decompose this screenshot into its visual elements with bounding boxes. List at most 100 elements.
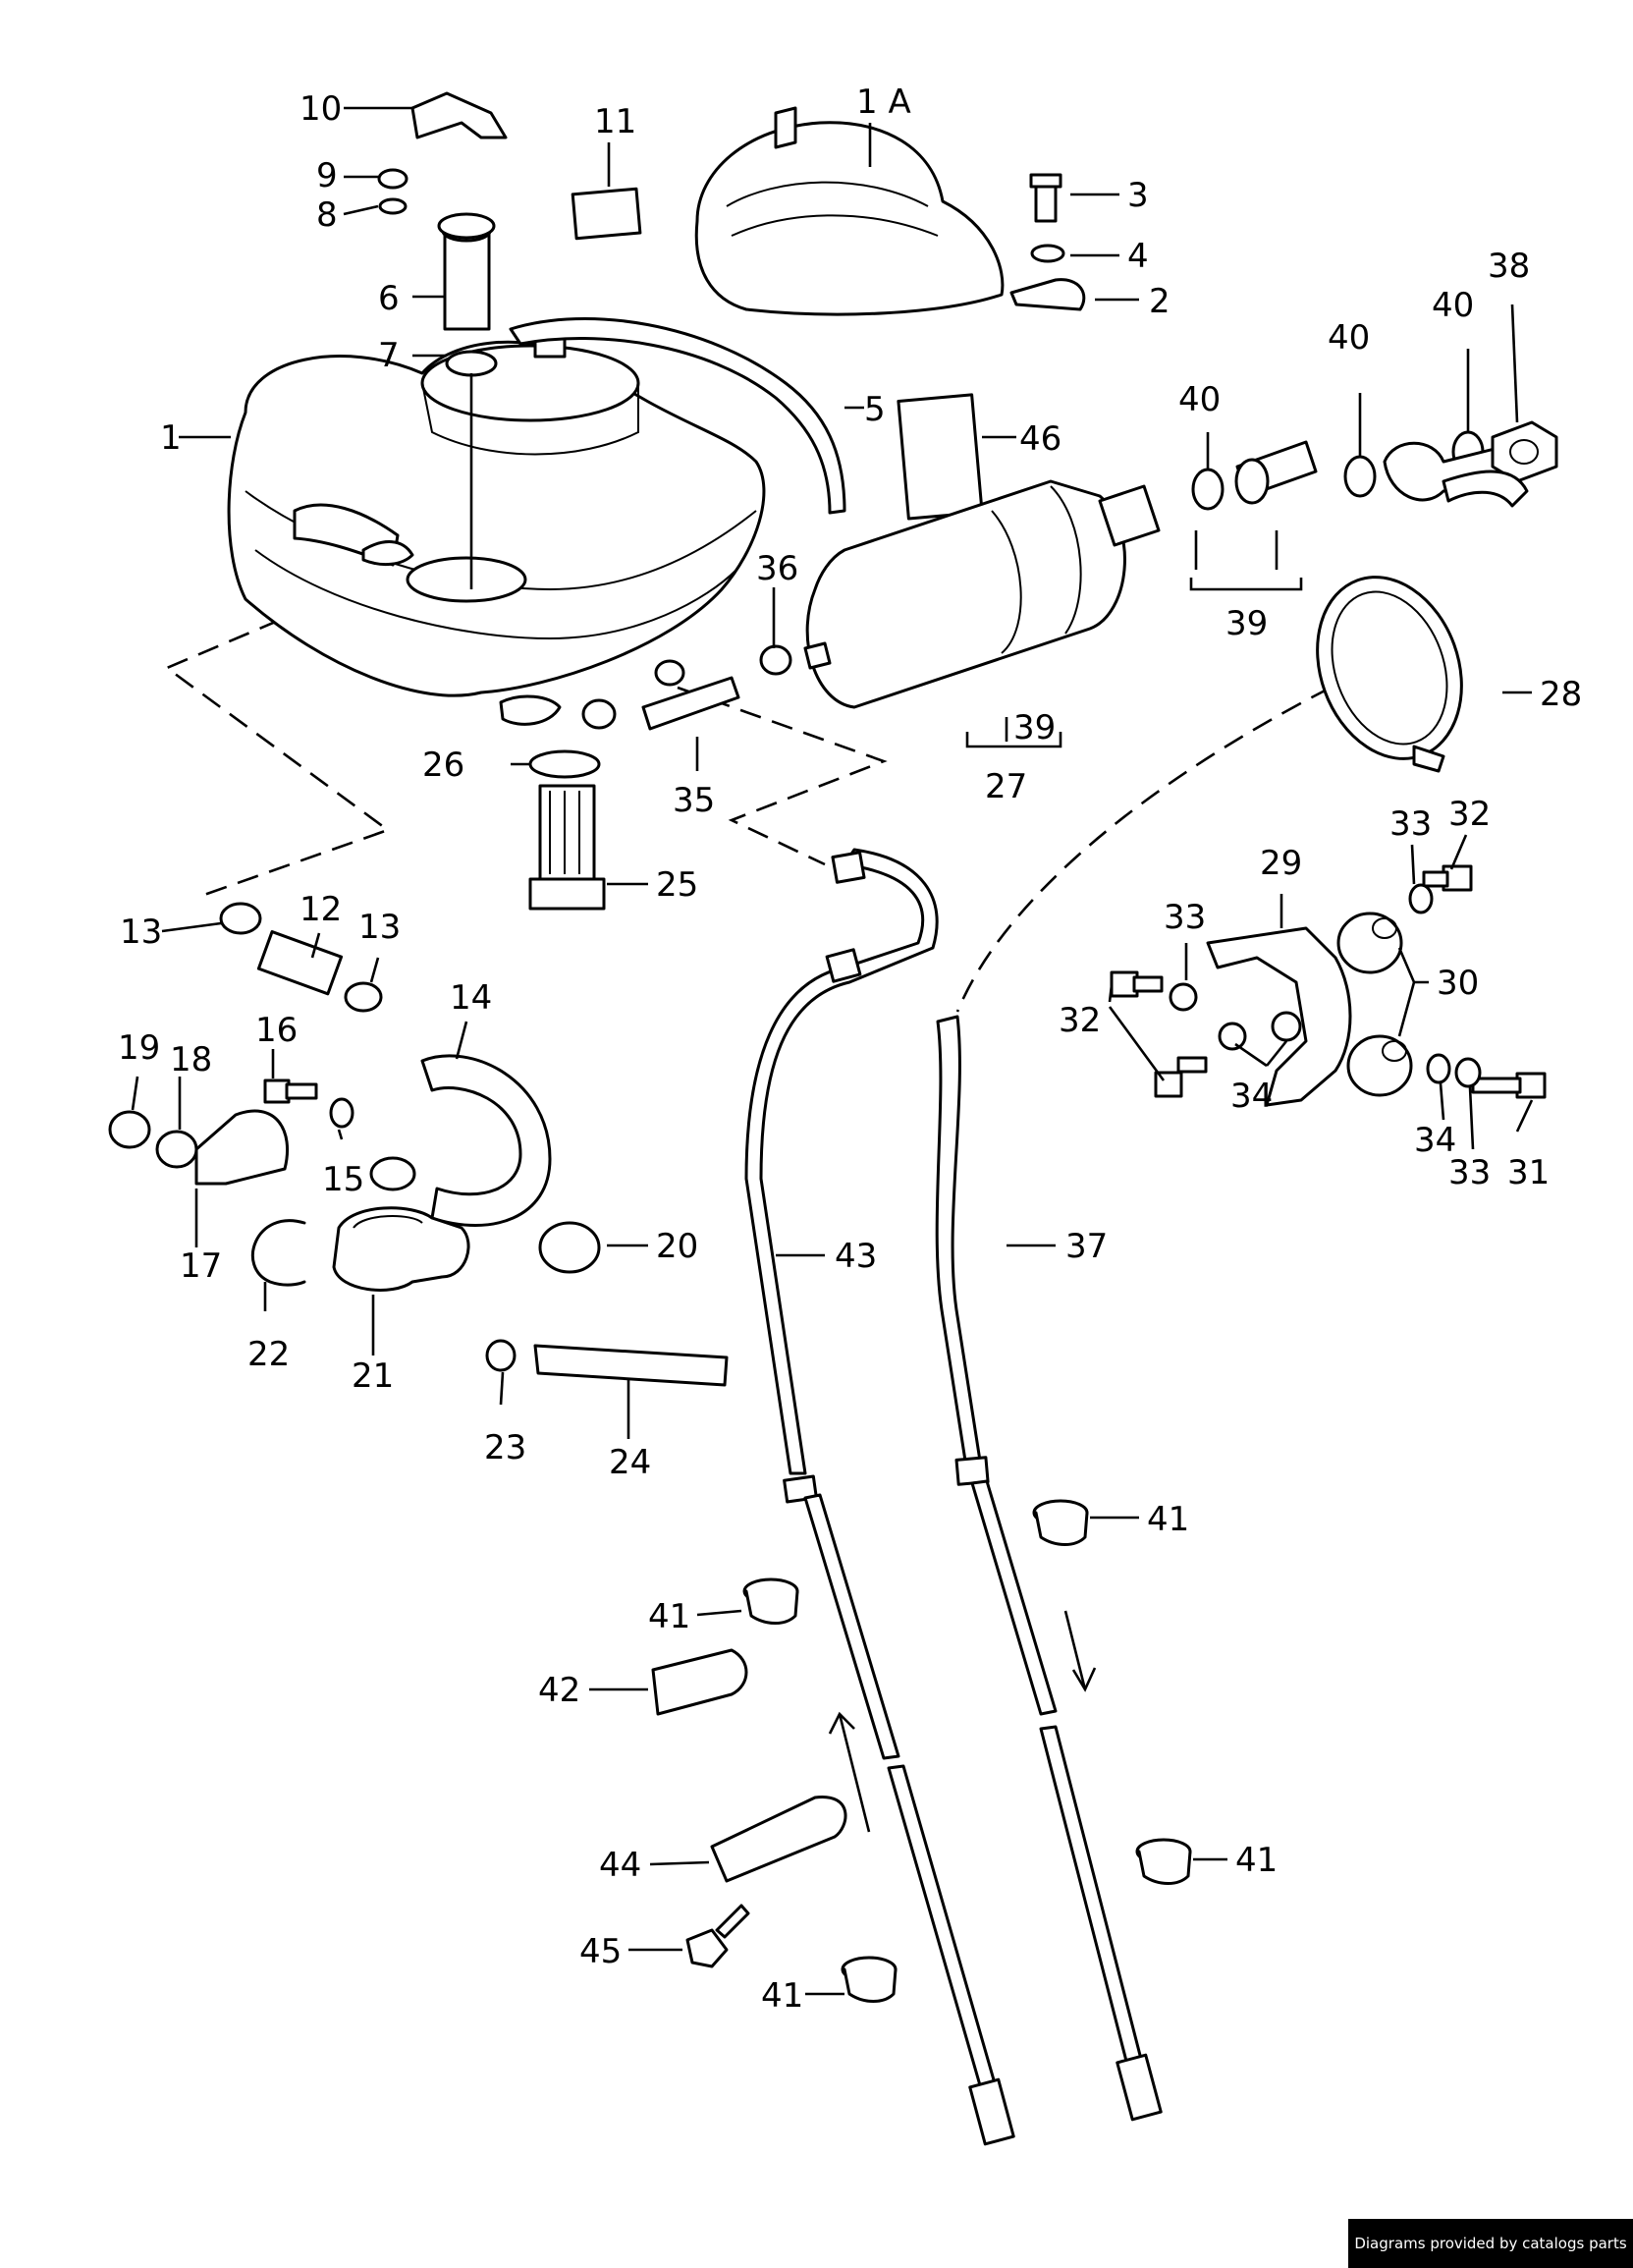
callout-36: 36 bbox=[756, 549, 798, 588]
bolt-32b bbox=[1110, 970, 1164, 998]
fuel-line-43 bbox=[744, 848, 1015, 2146]
pad-46 bbox=[897, 393, 984, 521]
callout-39b: 39 bbox=[1013, 708, 1056, 747]
bracket-10 bbox=[410, 91, 508, 139]
callout-33c: 33 bbox=[1448, 1153, 1491, 1192]
filler-seal bbox=[445, 350, 498, 377]
callout-41c: 41 bbox=[1235, 1841, 1278, 1880]
callout-8: 8 bbox=[316, 195, 338, 235]
washer-34a bbox=[1218, 1022, 1247, 1051]
callout-44: 44 bbox=[599, 1846, 641, 1885]
callout-43: 43 bbox=[835, 1237, 877, 1276]
callout-18: 18 bbox=[170, 1040, 212, 1079]
callout-17: 17 bbox=[180, 1246, 222, 1286]
hose-14 bbox=[420, 1054, 552, 1227]
sleeve-42 bbox=[651, 1648, 748, 1716]
diagram-credit-badge: Diagrams provided by catalogs parts bbox=[1348, 2219, 1633, 2268]
nut-18 bbox=[155, 1130, 198, 1169]
nozzle-21 bbox=[332, 1206, 470, 1292]
callout-1: 1 bbox=[160, 418, 182, 458]
flow-arrow-up bbox=[828, 1711, 871, 1833]
callout-27: 27 bbox=[985, 767, 1027, 806]
callout-42: 42 bbox=[538, 1671, 580, 1710]
grommet-20 bbox=[538, 1221, 601, 1274]
callout-11: 11 bbox=[594, 102, 636, 141]
phantom-lines bbox=[164, 566, 1332, 1013]
clamp-36a bbox=[759, 644, 792, 676]
pump-outlet-hose bbox=[1442, 470, 1529, 508]
seal-26 bbox=[528, 749, 601, 779]
mount-30b bbox=[1346, 1034, 1413, 1097]
strainer-25 bbox=[528, 784, 606, 911]
nut-9 bbox=[377, 168, 408, 190]
screw-3 bbox=[1029, 173, 1062, 223]
callout-15: 15 bbox=[322, 1160, 364, 1199]
strap-28 bbox=[1316, 576, 1463, 773]
callout-3: 3 bbox=[1127, 176, 1149, 215]
callout-21: 21 bbox=[352, 1356, 394, 1396]
grommet-41a bbox=[1032, 1499, 1089, 1546]
hose-12 bbox=[256, 930, 344, 996]
bracket-17 bbox=[194, 1109, 290, 1186]
clamp-15 bbox=[369, 1156, 416, 1191]
clamp-13b bbox=[344, 981, 383, 1013]
grommet-41c bbox=[1135, 1838, 1192, 1885]
callout-16: 16 bbox=[255, 1011, 298, 1050]
bracket-29 bbox=[1206, 926, 1352, 1107]
washer-34b bbox=[1426, 1053, 1451, 1084]
callout-39a: 39 bbox=[1225, 604, 1268, 643]
clamp-35a bbox=[581, 698, 617, 730]
callout-20: 20 bbox=[656, 1227, 698, 1266]
bracket-2 bbox=[1009, 278, 1086, 311]
callout-23: 23 bbox=[484, 1428, 526, 1467]
callout-34a: 34 bbox=[1230, 1077, 1273, 1116]
callout-32b: 32 bbox=[1059, 1001, 1101, 1040]
callout-5: 5 bbox=[864, 390, 886, 429]
bolt-31 bbox=[1471, 1072, 1547, 1099]
callout-41a: 41 bbox=[1147, 1500, 1189, 1539]
bolt-32a bbox=[1422, 864, 1473, 892]
callout-35: 35 bbox=[673, 781, 715, 820]
vent-hose bbox=[509, 316, 846, 515]
callout-26: 26 bbox=[422, 746, 464, 785]
grommet-41d bbox=[841, 1956, 898, 2003]
callout-34b: 34 bbox=[1414, 1121, 1456, 1160]
callout-13b: 13 bbox=[358, 908, 401, 947]
washer-33b bbox=[1169, 982, 1198, 1012]
mount-30a bbox=[1336, 912, 1403, 974]
callout-40a: 40 bbox=[1178, 380, 1221, 419]
callout-37: 37 bbox=[1065, 1227, 1108, 1266]
callout-41d: 41 bbox=[761, 1976, 803, 2016]
washer-33a bbox=[1408, 883, 1434, 914]
callout-24: 24 bbox=[609, 1443, 651, 1482]
grommet-41b bbox=[742, 1577, 799, 1625]
leader-lines bbox=[131, 106, 1534, 1996]
fuel-pump bbox=[803, 479, 1161, 709]
callout-28: 28 bbox=[1540, 675, 1582, 714]
callout-4: 4 bbox=[1127, 237, 1149, 276]
callout-1a: 1 A bbox=[856, 83, 911, 122]
callout-31: 31 bbox=[1507, 1153, 1550, 1192]
callout-33b: 33 bbox=[1164, 898, 1206, 937]
seal-ring-40b bbox=[1343, 455, 1377, 498]
callout-22: 22 bbox=[247, 1335, 290, 1374]
washer-4 bbox=[1030, 244, 1065, 263]
cap-nut-38 bbox=[1491, 420, 1558, 483]
callout-13a: 13 bbox=[120, 913, 162, 952]
callout-10: 10 bbox=[299, 89, 342, 129]
clamp-13a bbox=[219, 902, 262, 935]
seal-ring-40a bbox=[1191, 468, 1225, 511]
hose-24 bbox=[533, 1344, 729, 1387]
callout-46: 46 bbox=[1019, 419, 1061, 459]
callout-40b: 40 bbox=[1328, 318, 1370, 358]
fuel-line-37 bbox=[935, 1015, 1163, 2122]
washer-33c bbox=[1454, 1057, 1482, 1088]
washer-34c bbox=[1271, 1011, 1302, 1042]
callout-14: 14 bbox=[450, 978, 492, 1018]
callout-6: 6 bbox=[378, 279, 400, 318]
callout-7: 7 bbox=[378, 336, 400, 375]
callout-12: 12 bbox=[299, 890, 342, 929]
callout-40c: 40 bbox=[1432, 286, 1474, 325]
bolt-32c bbox=[1154, 1056, 1208, 1098]
